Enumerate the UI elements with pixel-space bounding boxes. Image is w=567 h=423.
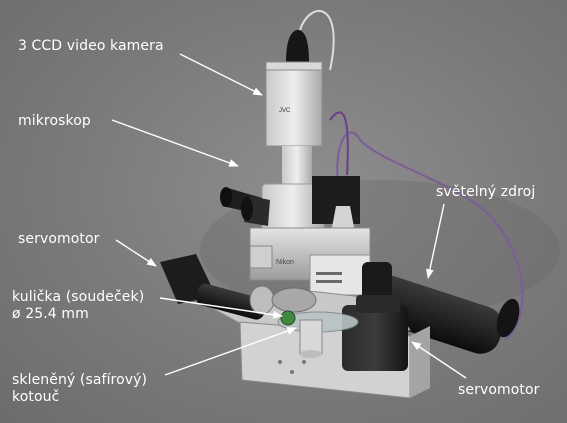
screw-2 bbox=[290, 370, 294, 374]
label-servomotor-left: servomotor bbox=[18, 231, 100, 247]
screw-3 bbox=[302, 360, 306, 364]
fiber-cable bbox=[336, 131, 524, 341]
camera-cable-purple bbox=[329, 111, 349, 176]
label-ball-diameter: ø 25.4 mm bbox=[12, 306, 89, 322]
vent-1 bbox=[316, 272, 342, 275]
arrow-microscope bbox=[111, 119, 239, 167]
base-block-side bbox=[410, 326, 430, 398]
label-servomotor-right: servomotor bbox=[458, 382, 540, 398]
light-source-end bbox=[496, 298, 520, 338]
arrow-light-source bbox=[426, 203, 445, 279]
arrow-servomotor-right bbox=[411, 341, 467, 379]
label-light-source: světelný zdroj bbox=[436, 184, 536, 200]
label-disc: skleněný (safírový) bbox=[12, 372, 148, 388]
microscope-brand: Nikon bbox=[276, 259, 294, 266]
arrow-ball bbox=[159, 297, 283, 319]
ball bbox=[280, 310, 296, 326]
eyepiece-left-rim bbox=[220, 187, 232, 207]
light-source-tube bbox=[365, 275, 503, 354]
servomotor-right-body bbox=[342, 305, 408, 371]
coupling bbox=[249, 285, 275, 315]
label-camera: 3 CCD video kamera bbox=[18, 38, 164, 54]
arrow-disc bbox=[164, 327, 297, 376]
camera-brand: JVC bbox=[279, 108, 291, 114]
ball-holder bbox=[271, 287, 317, 313]
camera-cable bbox=[299, 10, 335, 71]
camera-top bbox=[265, 61, 323, 71]
arrow-servomotor-left bbox=[115, 239, 157, 267]
camera-body bbox=[265, 65, 323, 147]
servomotor-right-cap bbox=[356, 295, 400, 313]
camera-cap bbox=[286, 30, 309, 62]
arrow-camera bbox=[179, 53, 263, 96]
eyepiece-right-rim bbox=[241, 197, 253, 221]
screw-1 bbox=[278, 360, 282, 364]
microscope-tube bbox=[282, 146, 312, 186]
focus-knob bbox=[249, 245, 273, 269]
vent-2 bbox=[316, 280, 342, 283]
label-microscope: mikroskop bbox=[18, 113, 91, 129]
disc-spindle bbox=[299, 319, 323, 355]
label-disc-line2: kotouč bbox=[12, 389, 60, 405]
disc-spindle-base bbox=[300, 350, 322, 358]
label-ball: kulička (soudeček) bbox=[12, 289, 145, 305]
